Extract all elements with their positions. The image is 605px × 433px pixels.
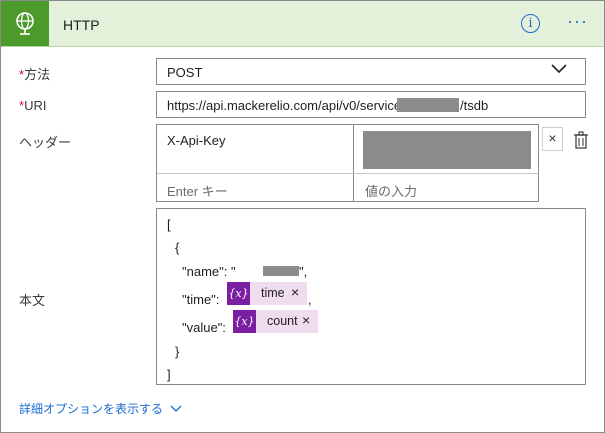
show-advanced-options-link[interactable]: 詳細オプションを表示する xyxy=(19,400,182,417)
required-mark: * xyxy=(19,98,25,113)
more-options-icon[interactable]: ··· xyxy=(567,11,588,31)
header-value-redacted[interactable] xyxy=(363,131,531,169)
body-label: 本文 xyxy=(19,293,46,308)
method-value: POST xyxy=(167,65,203,80)
variable-icon: {x} xyxy=(233,310,256,333)
advanced-options-label: 詳細オプションを表示する xyxy=(19,402,164,416)
json-close-brace: } xyxy=(175,344,180,359)
json-open-bracket: [ xyxy=(167,217,171,232)
uri-value-suffix: /tsdb xyxy=(460,98,489,113)
action-icon-tile xyxy=(1,1,49,46)
card-header[interactable]: HTTP i ··· xyxy=(1,1,604,47)
variable-icon: {x} xyxy=(227,282,250,305)
required-mark: * xyxy=(19,67,25,82)
chevron-down-icon[interactable] xyxy=(550,63,568,75)
headers-column-divider xyxy=(353,125,354,201)
remove-header-button[interactable]: × xyxy=(542,127,563,151)
method-label-text: 方法 xyxy=(24,67,51,82)
token-label: time xyxy=(261,286,285,300)
headers-row-divider xyxy=(157,173,538,174)
header-value-placeholder-input[interactable]: 値の入力 xyxy=(365,184,418,199)
dynamic-token-count[interactable]: {x} count × xyxy=(233,310,318,333)
json-time-key: "time": xyxy=(182,292,220,307)
info-icon[interactable]: i xyxy=(521,14,540,33)
globe-icon xyxy=(16,12,34,35)
chevron-down-icon xyxy=(170,405,182,412)
headers-label: ヘッダー xyxy=(19,135,72,150)
card-title: HTTP xyxy=(63,17,100,33)
json-time-comma: , xyxy=(308,292,312,307)
token-label: count xyxy=(267,314,298,328)
redacted-service-id xyxy=(397,98,459,112)
token-remove-icon[interactable]: × xyxy=(302,312,311,328)
body-editor[interactable]: [ { "name": " ", "time": {x} time × , "v… xyxy=(156,208,586,385)
token-remove-icon[interactable]: × xyxy=(291,284,300,300)
json-close-bracket: ] xyxy=(167,367,171,382)
method-select[interactable]: POST xyxy=(156,58,586,85)
dynamic-token-time[interactable]: {x} time × xyxy=(227,282,307,305)
uri-label-text: URI xyxy=(24,98,47,113)
json-name-end: ", xyxy=(299,264,308,279)
json-value-key: "value": xyxy=(182,320,226,335)
method-label: *方法 xyxy=(19,64,50,83)
uri-value-prefix: https://api.mackerelio.com/api/v0/servic… xyxy=(167,98,412,113)
delete-all-icon[interactable] xyxy=(573,131,589,149)
header-key-placeholder-input[interactable]: Enter キー xyxy=(167,184,228,199)
json-open-brace: { xyxy=(175,240,180,255)
redacted-name-value xyxy=(263,266,299,276)
uri-input[interactable]: https://api.mackerelio.com/api/v0/servic… xyxy=(156,91,586,118)
headers-table: X-Api-Key Enter キー 値の入力 xyxy=(156,124,539,202)
header-key-input[interactable]: X-Api-Key xyxy=(167,133,226,148)
json-name-key: "name": " xyxy=(182,264,236,279)
uri-label: *URI xyxy=(19,98,46,113)
